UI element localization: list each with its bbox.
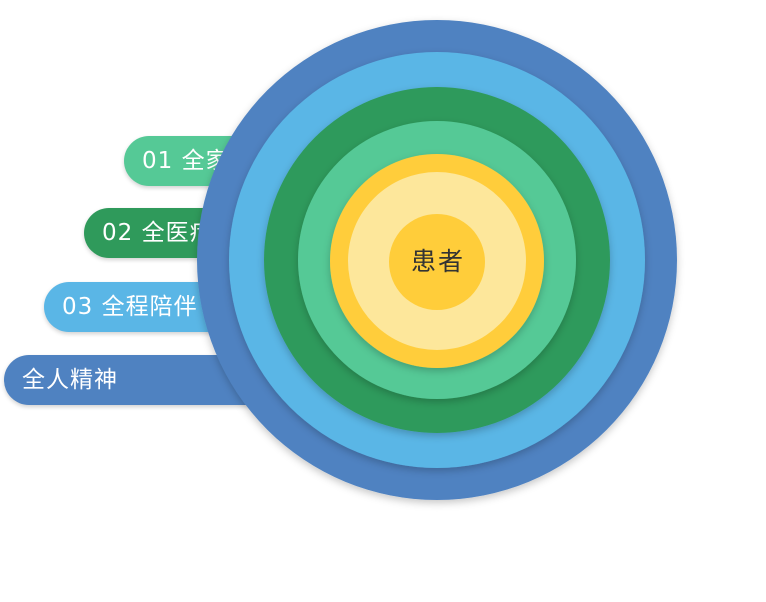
layer-label-holistic-spirit: 全人精神 <box>22 367 118 393</box>
layer-label-full-companionship: 03 全程陪伴 <box>62 294 198 320</box>
patient-label: 患者 <box>410 247 465 276</box>
patient-core <box>389 214 485 310</box>
